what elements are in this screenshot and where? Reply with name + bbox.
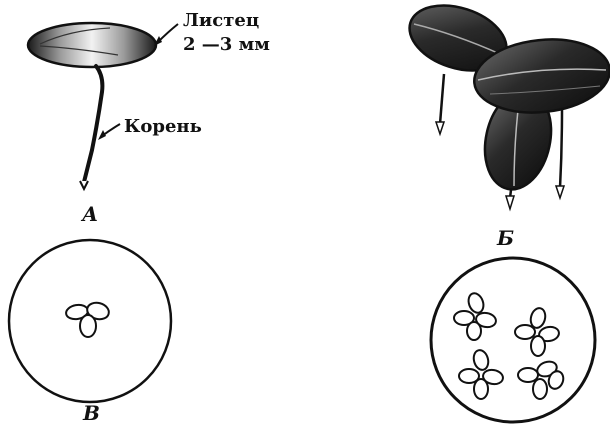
panel-a-letter: А [80,202,98,226]
frond-label: Листец [183,10,259,31]
panel-b-letter: Б [496,226,514,250]
frond-arrow [158,24,178,42]
root-cluster-1 [440,74,444,124]
panel-c-letter: В [82,401,100,425]
circle-container-right [431,258,595,422]
panel-d-multiple-in-circle [431,258,595,422]
root-single [84,66,102,182]
root-cluster-3 [560,110,562,188]
root-label: Корень [124,116,202,137]
panel-b-plant-cluster: Б [401,0,610,250]
panel-a-single-plant: Листец 2 —3 мм Корень А [28,10,270,226]
root-cap [80,181,88,189]
panel-c-single-in-circle: В [9,240,171,425]
frond-size-label: 2 —3 мм [183,34,270,55]
